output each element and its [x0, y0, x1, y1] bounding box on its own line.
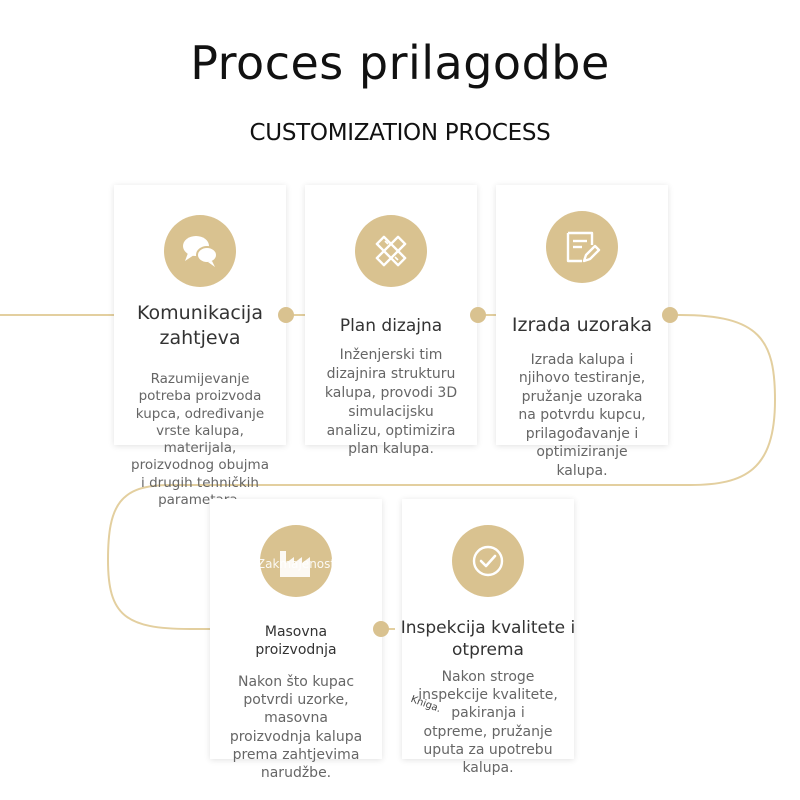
page-subtitle: CUSTOMIZATION PROCESS	[249, 120, 551, 146]
step-icon-circle	[355, 215, 427, 287]
step-title: Komunikacija zahtjeva	[137, 302, 263, 349]
flow-connector-dot	[470, 307, 486, 323]
step-card-design: Plan dizajna Inženjerski tim dizajnira s…	[305, 185, 477, 457]
flow-connector-dot	[278, 307, 294, 323]
step-title: Masovna proizvodnja	[255, 624, 337, 659]
step-card-samples: Izrada uzoraka Izrada kalupa i njihovo t…	[496, 185, 668, 479]
flow-connector-dot	[373, 621, 389, 637]
document-edit-icon	[566, 231, 601, 263]
factory-icon	[280, 551, 310, 577]
step-description: Nakon stroge inspekcije kvalitete, pakir…	[418, 669, 558, 776]
speech-bubbles-icon	[183, 236, 218, 267]
step-title: Plan dizajna	[339, 316, 443, 336]
step-card-requirements: Komunikacija zahtjeva Razumijevanje potr…	[114, 185, 286, 508]
step-card-production: Zakmajenost Masovna proizvodnja Nakon št…	[210, 499, 382, 781]
flow-connector-dot	[662, 307, 678, 323]
step-icon-circle	[164, 215, 236, 287]
step-icon-circle	[452, 525, 524, 597]
step-description: Izrada kalupa i njihovo testiranje, pruž…	[518, 352, 646, 479]
ruler-pencil-icon	[375, 235, 407, 267]
step-title: Inspekcija kvalitete i otprema	[400, 618, 576, 661]
step-description: Inženjerski tim dizajnira strukturu kalu…	[324, 347, 458, 458]
step-description: Razumijevanje potreba proizvoda kupca, o…	[131, 371, 269, 508]
checkmark-icon	[472, 545, 504, 577]
step-icon-circle	[260, 525, 332, 597]
step-description: Nakon što kupac potvrdi uzorke, masovna …	[229, 674, 363, 781]
step-card-inspection: Inspekcija kvalitete i otprema Nakon str…	[401, 499, 575, 776]
step-title: Izrada uzoraka	[511, 314, 653, 336]
step-icon-circle	[546, 211, 618, 283]
icon-overlay-label: Zakmajenost	[256, 557, 336, 571]
page-title: Proces prilagodbe	[190, 36, 610, 90]
